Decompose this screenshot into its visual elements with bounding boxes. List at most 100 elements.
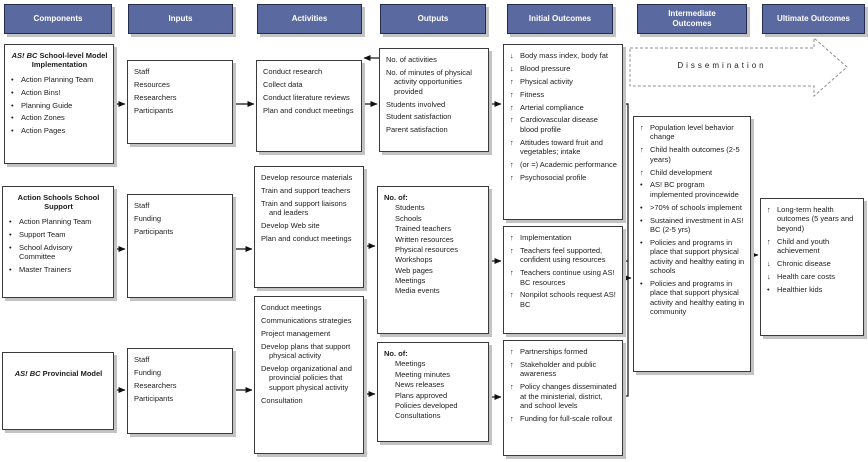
box-item: ↑Child and youth achievement bbox=[767, 236, 830, 255]
components-school-level-box: AS! BC School-level Model Implementation… bbox=[4, 44, 114, 164]
box-item: No. of activities bbox=[386, 55, 437, 64]
up-arrow-icon: ↑ bbox=[510, 159, 514, 169]
box-item: Plan and conduct meetings bbox=[261, 233, 352, 243]
box-item: •Support Team bbox=[9, 229, 66, 239]
box-item: Project management bbox=[261, 328, 331, 338]
trunk-connector bbox=[623, 103, 629, 397]
box-item: ↑Teachers feel supported, confident usin… bbox=[510, 245, 606, 265]
up-arrow-icon: ↑ bbox=[510, 245, 514, 255]
box-item: Staff bbox=[134, 355, 150, 364]
box-item: Train and support liaisons and leaders bbox=[261, 198, 347, 218]
box-item: Staff bbox=[134, 201, 150, 210]
box-item: ↑Physical activity bbox=[510, 76, 573, 86]
box-item: •Master Trainers bbox=[9, 264, 72, 274]
box-item: Train and support teachers bbox=[261, 185, 351, 195]
box-item: Meetings bbox=[395, 359, 426, 369]
up-arrow-icon: ↑ bbox=[510, 76, 514, 86]
box-item: Students bbox=[395, 203, 425, 213]
up-arrow-icon: ↑ bbox=[510, 347, 514, 356]
box-item: Plan and conduct meetings bbox=[263, 105, 354, 115]
intermediate-outcomes-box: ↑Population level behavior change ↑Child … bbox=[633, 116, 751, 372]
box-item: Resources bbox=[134, 79, 170, 89]
column-header-intermediate-outcomes: Intermediate Outcomes bbox=[637, 4, 747, 34]
box-item: No. of minutes of physical activity oppo… bbox=[386, 67, 472, 96]
box-item: ↑Attitudes toward fruit and vegetables; … bbox=[510, 137, 603, 156]
box-item: Students involved bbox=[386, 99, 446, 109]
column-header-outputs: Outputs bbox=[380, 4, 486, 34]
box-item: Web pages bbox=[395, 265, 433, 275]
up-arrow-icon: ↑ bbox=[640, 123, 644, 132]
box-item: ↑Child development bbox=[640, 167, 713, 177]
up-arrow-icon: ↑ bbox=[510, 137, 514, 147]
bullet-icon: • bbox=[767, 284, 770, 294]
bullet-icon: • bbox=[11, 126, 14, 136]
up-arrow-icon: ↑ bbox=[640, 145, 644, 155]
box-item: Meeting minutes bbox=[395, 369, 451, 379]
bullet-icon: • bbox=[640, 202, 643, 212]
bullet-icon: • bbox=[640, 278, 643, 288]
box-item: •Action Zones bbox=[11, 113, 65, 123]
box-item: ↑Cardiovascular disease blood profile bbox=[510, 115, 598, 134]
box-item: Communications strategies bbox=[261, 315, 352, 325]
box-item: Workshops bbox=[395, 255, 433, 265]
box-item: Participants bbox=[134, 105, 174, 115]
bullet-icon: • bbox=[11, 74, 14, 84]
box-item: Funding bbox=[134, 367, 162, 377]
down-arrow-icon: ↓ bbox=[767, 258, 771, 268]
box-item: Collect data bbox=[263, 79, 303, 89]
bullet-icon: • bbox=[9, 216, 12, 226]
down-arrow-icon: ↓ bbox=[767, 271, 771, 281]
box-item: Researchers bbox=[134, 380, 177, 390]
box-item: ↑Fitness bbox=[510, 89, 545, 99]
box-item: Parent satisfaction bbox=[386, 125, 448, 135]
bullet-icon: • bbox=[9, 264, 12, 274]
bullet-icon: • bbox=[11, 87, 14, 97]
box-item: ↓Blood pressure bbox=[510, 63, 571, 73]
up-arrow-icon: ↑ bbox=[510, 290, 514, 300]
up-arrow-icon: ↑ bbox=[510, 413, 514, 423]
initial-outcomes-box-row3: ↑Partnerships formed↑Stakeholder and pub… bbox=[503, 340, 623, 456]
up-arrow-icon: ↑ bbox=[510, 268, 514, 278]
box-title: AS! BC School-level Model Implementation bbox=[11, 51, 108, 70]
dissemination-arrow bbox=[629, 36, 848, 98]
box-item: Develop plans that support physical acti… bbox=[261, 341, 351, 360]
box-item: •>70% of schools implement bbox=[640, 202, 742, 212]
box-item: Participants bbox=[134, 393, 174, 403]
box-item: Trained teachers bbox=[395, 224, 452, 234]
up-arrow-icon: ↑ bbox=[510, 172, 514, 182]
box-item: ↑Arterial compliance bbox=[510, 102, 584, 112]
components-school-support-box: Action Schools School Support•Action Pla… bbox=[2, 186, 114, 298]
up-arrow-icon: ↑ bbox=[640, 167, 644, 177]
box-title: AS! BC Provincial Model bbox=[14, 369, 103, 378]
box-item: •Planning Guide bbox=[11, 100, 73, 110]
box-item: ↓Chronic disease bbox=[767, 258, 831, 268]
box-item: ↑Policy changes disseminated at the mini… bbox=[510, 382, 617, 410]
box-item: ↑Funding for full-scale rollout bbox=[510, 413, 613, 423]
box-item: News releases bbox=[395, 380, 445, 390]
components-provincial-model-box: AS! BC Provincial Model bbox=[2, 352, 114, 430]
box-item: •Action Planning Team bbox=[11, 74, 94, 84]
bullet-icon: • bbox=[640, 215, 643, 225]
box-item: ↑Long-term health outcomes (5 years and … bbox=[767, 205, 854, 233]
box-item: No. of: bbox=[384, 349, 408, 358]
box-item: Policies developed bbox=[395, 400, 458, 410]
box-item: Funding bbox=[134, 213, 162, 223]
box-item: •Policies and programs in place that sup… bbox=[640, 237, 745, 275]
column-header-ultimate-outcomes: Ultimate Outcomes bbox=[762, 4, 865, 34]
bullet-icon: • bbox=[640, 237, 643, 247]
column-header-components: Components bbox=[4, 4, 112, 34]
box-item: ↑Teachers continue using AS! BC resource… bbox=[510, 268, 615, 287]
box-item: ↑Population level behavior change bbox=[640, 123, 734, 142]
column-header-activities: Activities bbox=[257, 4, 362, 34]
box-item: Conduct literature reviews bbox=[263, 92, 350, 102]
box-item: Media events bbox=[395, 286, 440, 296]
